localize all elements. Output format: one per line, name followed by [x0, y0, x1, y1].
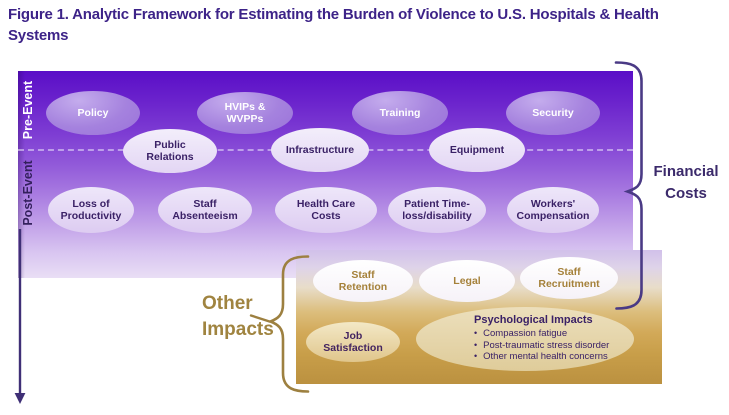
bubble-workers-compensation: Workers' Compensation [507, 187, 599, 233]
bubble-health-care-costs: Health Care Costs [275, 187, 377, 233]
bubble-infrastructure: Infrastructure [271, 128, 369, 172]
bubble-loss-of-productivity: Loss of Productivity [48, 187, 134, 233]
psych-bullet-other-mental-health: Other mental health concerns [474, 351, 624, 363]
bubble-staff-absenteeism: Staff Absenteeism [158, 187, 252, 233]
bubble-training: Training [352, 91, 448, 135]
figure-title: Figure 1. Analytic Framework for Estimat… [8, 6, 659, 44]
bubble-public-relations: Public Relations [123, 129, 217, 173]
bubble-hvips-wvpps: HVIPs & WVPPs [197, 92, 293, 134]
financial-costs-label: Financial Costs [653, 163, 719, 202]
psych-bullet-ptsd: Post-traumatic stress disorder [474, 340, 624, 352]
bubble-policy: Policy [46, 91, 140, 135]
other-impacts-label: Other Impacts [202, 293, 274, 340]
pre-event-axis-label: Pre-Event [21, 80, 35, 140]
bubble-staff-recruitment: Staff Recruitment [520, 257, 618, 299]
bubble-job-satisfaction: Job Satisfaction [306, 322, 400, 362]
psychological-impacts-heading: Psychological Impacts [474, 314, 593, 326]
bubble-patient-time-loss: Patient Time-loss/disability [388, 187, 486, 233]
bubble-staff-retention: Staff Retention [313, 260, 413, 302]
psychological-impacts-list: Compassion fatigue Post-traumatic stress… [474, 328, 624, 363]
bubble-security: Security [506, 91, 600, 135]
bubble-legal: Legal [419, 260, 515, 302]
bubble-equipment: Equipment [429, 128, 525, 172]
post-event-axis-label: Post-Event [21, 160, 35, 226]
psych-bullet-compassion-fatigue: Compassion fatigue [474, 328, 624, 340]
bubble-psychological-impacts: Psychological Impacts Compassion fatigue… [416, 307, 634, 371]
